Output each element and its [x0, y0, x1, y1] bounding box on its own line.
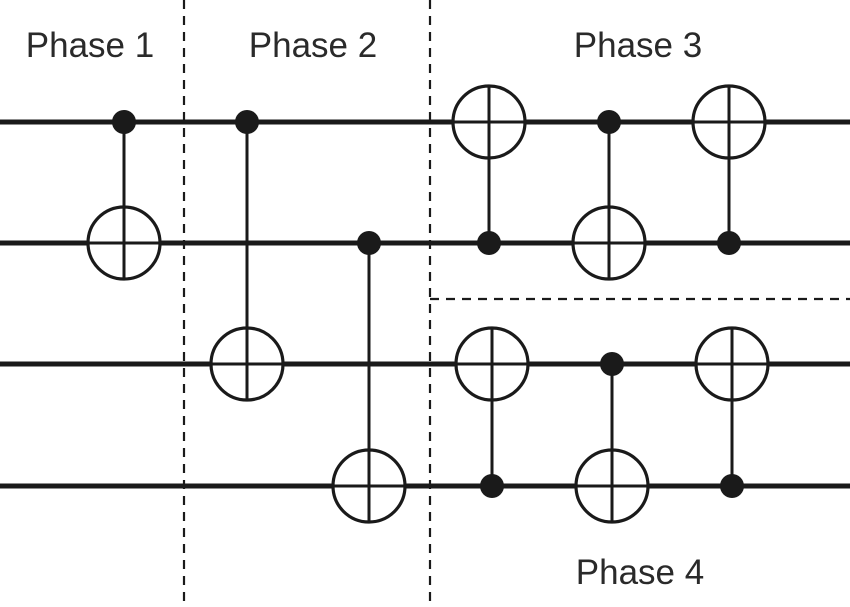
phase-1-label: Phase 1 [26, 26, 154, 65]
cnot-gate [331, 231, 407, 524]
qubit-wires [0, 119, 850, 489]
cnot-gate [574, 352, 650, 524]
control-dot [480, 474, 504, 498]
cnot-gate [209, 110, 285, 402]
target-oplus-icon [454, 326, 530, 402]
control-dot [357, 231, 381, 255]
cnot-gate [691, 84, 767, 255]
target-oplus-icon [451, 84, 527, 160]
control-dot [235, 110, 259, 134]
control-dot [112, 110, 136, 134]
phase-2-label: Phase 2 [249, 26, 377, 65]
target-oplus-icon [209, 326, 285, 402]
cnot-gate [454, 326, 530, 498]
cnot-gate [571, 110, 647, 281]
control-dot [717, 231, 741, 255]
control-dot [597, 110, 621, 134]
control-dot [477, 231, 501, 255]
control-dot [720, 474, 744, 498]
cnot-gate [694, 326, 770, 498]
target-oplus-icon [574, 448, 650, 524]
target-oplus-icon [691, 84, 767, 160]
phase-3-label: Phase 3 [574, 26, 702, 65]
cnot-gate [86, 110, 162, 281]
phase-4-label: Phase 4 [576, 553, 704, 592]
target-oplus-icon [331, 448, 407, 524]
phase-labels: Phase 1 Phase 2 Phase 3 Phase 4 [26, 26, 704, 592]
control-dot [600, 352, 624, 376]
cnot-gate [451, 84, 527, 255]
phase-dividers [182, 0, 850, 607]
cnot-gates [86, 84, 770, 524]
target-oplus-icon [571, 205, 647, 281]
target-oplus-icon [694, 326, 770, 402]
target-oplus-icon [86, 205, 162, 281]
